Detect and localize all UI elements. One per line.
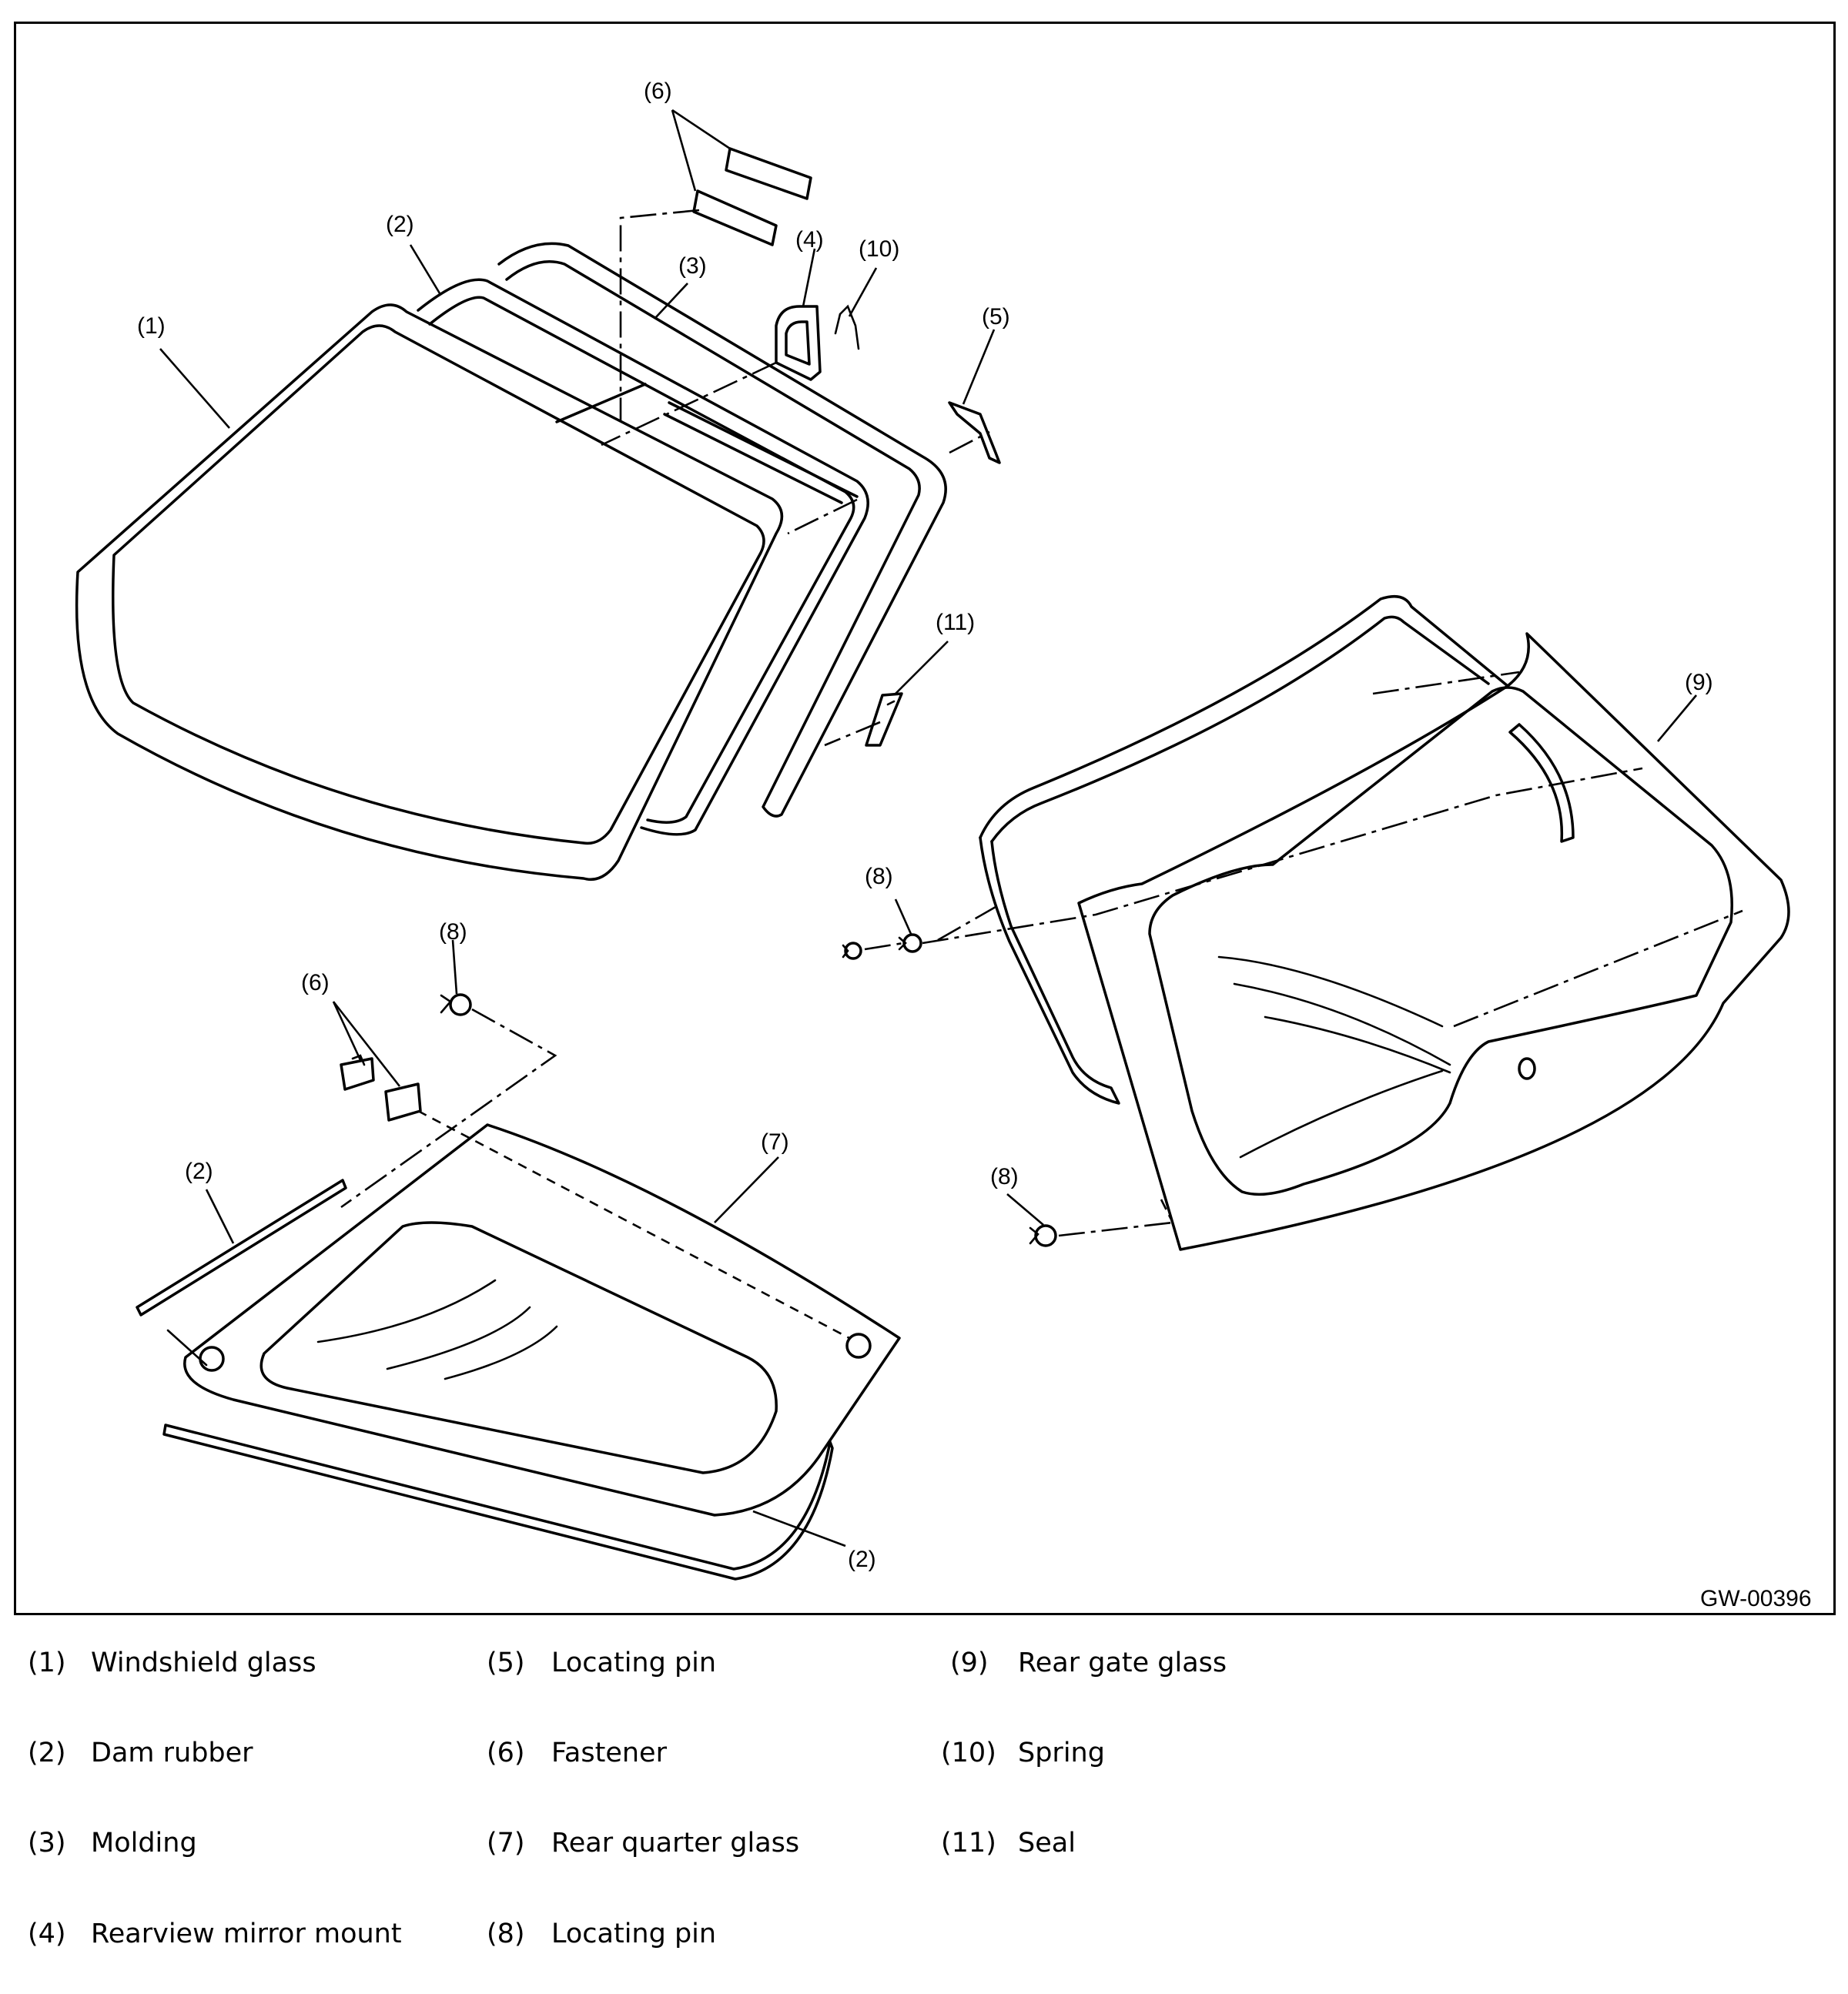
legend-label: Rear quarter glass bbox=[551, 1828, 800, 1859]
legend-number: (10) bbox=[941, 1738, 996, 1768]
callout-8-right-lower: (8) bbox=[990, 1164, 1019, 1189]
callout-leaders bbox=[159, 109, 1697, 1547]
callout-2-left: (2) bbox=[185, 1159, 213, 1184]
callout-11: (11) bbox=[936, 610, 975, 635]
legend-item: (5) Locating pin bbox=[487, 1648, 716, 1678]
legend-number: (5) bbox=[487, 1648, 525, 1678]
legend-item: (10) Spring bbox=[941, 1738, 1105, 1768]
dam-rubber-upper bbox=[417, 278, 869, 836]
parts-diagram: (1) (2) (3) (4) (10) (5) (6) (11) (9) (8… bbox=[75, 79, 1812, 1611]
callout-8-right-upper: (8) bbox=[865, 864, 893, 889]
legend-label: Dam rubber bbox=[91, 1738, 253, 1768]
legend-item: (1) Windshield glass bbox=[28, 1648, 316, 1678]
callout-8-lower-left: (8) bbox=[439, 919, 467, 945]
legend-number: (9) bbox=[950, 1648, 989, 1678]
legend-number: (1) bbox=[28, 1648, 66, 1678]
legend-label: Windshield glass bbox=[91, 1648, 316, 1678]
dam-rubber-lower bbox=[136, 1179, 834, 1581]
legend-label: Molding bbox=[91, 1828, 197, 1859]
legend-item: (2) Dam rubber bbox=[28, 1738, 253, 1768]
legend-number: (3) bbox=[28, 1828, 66, 1859]
legend-item: (6) Fastener bbox=[487, 1738, 667, 1768]
rearview-mirror-mount bbox=[775, 305, 822, 381]
legend-label: Rear gate glass bbox=[1018, 1648, 1227, 1678]
legend-label: Locating pin bbox=[551, 1919, 717, 1949]
windshield-glass bbox=[75, 303, 784, 881]
callout-2-upper: (2) bbox=[386, 212, 414, 237]
legend-number: (6) bbox=[487, 1738, 525, 1768]
callout-2-bottom: (2) bbox=[848, 1547, 876, 1572]
callout-6-upper: (6) bbox=[644, 79, 672, 104]
parts-legend: (1) Windshield glass (2) Dam rubber (3) Moldi… bbox=[0, 1648, 1848, 1986]
rear-gate-assembly-lines bbox=[864, 671, 1743, 1237]
legend-item: (3) Molding bbox=[28, 1828, 197, 1859]
quarter-assembly-lines bbox=[340, 1008, 850, 1340]
spring bbox=[834, 304, 860, 350]
legend-label: Seal bbox=[1018, 1828, 1076, 1859]
locating-pin-lower-left bbox=[440, 993, 472, 1016]
legend-number: (2) bbox=[28, 1738, 66, 1768]
fastener-upper bbox=[692, 147, 812, 246]
windshield-assembly-lines bbox=[601, 209, 990, 747]
rear-quarter-glass bbox=[183, 1123, 901, 1517]
callout-4: (4) bbox=[795, 227, 824, 253]
fastener-lower bbox=[340, 1054, 422, 1122]
locating-pin-right-lower bbox=[1029, 1224, 1057, 1247]
callout-10: (10) bbox=[859, 236, 899, 262]
legend-item: (8) Locating pin bbox=[487, 1919, 716, 1949]
callout-9: (9) bbox=[1685, 670, 1713, 695]
legend-label: Locating pin bbox=[551, 1648, 717, 1678]
legend-number: (7) bbox=[487, 1828, 525, 1859]
legend-item: (9) Rear gate glass bbox=[950, 1648, 1227, 1678]
callout-labels: (1) (2) (3) (4) (10) (5) (6) (11) (9) (8… bbox=[137, 79, 1812, 1611]
callout-7: (7) bbox=[761, 1129, 789, 1155]
legend-item: (11) Seal bbox=[941, 1828, 1076, 1859]
figure-id: GW-00396 bbox=[1700, 1586, 1812, 1611]
callout-1: (1) bbox=[137, 313, 166, 339]
legend-label: Rearview mirror mount bbox=[91, 1919, 402, 1949]
diagram-frame: (1) (2) (3) (4) (10) (5) (6) (11) (9) (8… bbox=[14, 22, 1836, 1615]
locating-pin-right-upper bbox=[842, 933, 922, 960]
rear-gate-glass bbox=[979, 594, 1790, 1251]
legend-item: (4) Rearview mirror mount bbox=[28, 1919, 402, 1949]
legend-number: (8) bbox=[487, 1919, 525, 1949]
legend-label: Fastener bbox=[551, 1738, 667, 1768]
callout-6-lower: (6) bbox=[301, 970, 330, 995]
callout-3: (3) bbox=[678, 253, 707, 279]
legend-item: (7) Rear quarter glass bbox=[487, 1828, 799, 1859]
legend-label: Spring bbox=[1018, 1738, 1105, 1768]
molding bbox=[497, 242, 947, 818]
seal bbox=[865, 692, 903, 747]
legend-number: (4) bbox=[28, 1919, 66, 1949]
locating-pin-upper bbox=[948, 401, 1001, 464]
legend-number: (11) bbox=[941, 1828, 996, 1859]
callout-5: (5) bbox=[982, 304, 1010, 330]
